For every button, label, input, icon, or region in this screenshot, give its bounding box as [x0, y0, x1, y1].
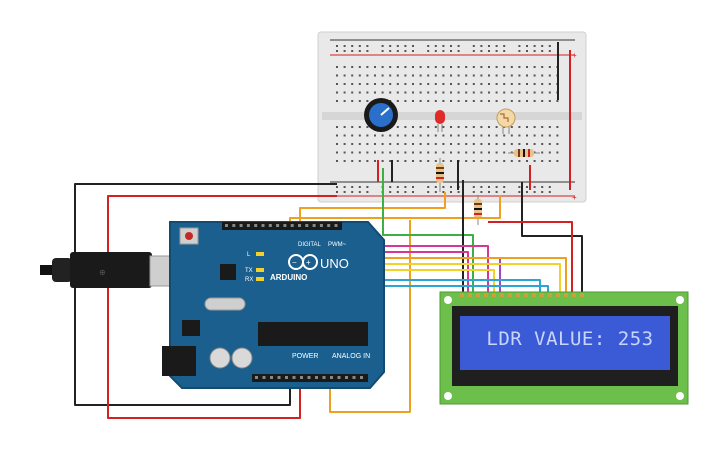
power-label: POWER — [292, 353, 318, 360]
header-pins — [225, 224, 363, 379]
lcd-module[interactable] — [439, 291, 689, 405]
digital-label: DIGITAL — [298, 242, 322, 248]
wire-orange-bottom — [329, 220, 411, 413]
model-label: UNO — [320, 256, 349, 271]
l-label: L — [247, 252, 251, 258]
analog-in-label: ANALOG IN — [332, 353, 370, 360]
microcontroller-chip — [258, 322, 368, 346]
crystal — [204, 297, 246, 311]
wire-red-5v — [107, 195, 337, 419]
capacitor-2 — [231, 347, 253, 369]
svg-text:+: + — [306, 258, 311, 267]
voltage-regulator — [182, 320, 200, 336]
brand-label: ARDUINO — [270, 273, 307, 282]
resistor-1[interactable] — [436, 158, 444, 192]
arduino-uno-board[interactable]: − + ARDUINO UNO DIGITAL PWM~ L TX RX POW… — [162, 221, 385, 389]
power-jack[interactable] — [162, 346, 196, 376]
lcd-display-text: LDR VALUE: 253 — [486, 328, 654, 350]
lcd-pins — [460, 293, 584, 297]
pwm-label: PWM~ — [328, 242, 347, 248]
photoresistor[interactable] — [496, 108, 516, 134]
usb-chip — [220, 264, 236, 280]
wire-black-lcd-2 — [521, 182, 583, 292]
rx-label: RX — [245, 277, 253, 283]
breadboard[interactable]: + + — [317, 31, 587, 203]
svg-text:⊕: ⊕ — [99, 268, 106, 277]
potentiometer[interactable] — [364, 98, 398, 132]
red-led[interactable] — [435, 110, 445, 132]
resistor-2[interactable] — [508, 149, 540, 157]
tx-label: TX — [245, 268, 253, 274]
svg-text:−: − — [292, 258, 297, 267]
wire-black-gnd — [74, 183, 337, 406]
capacitor-1 — [209, 347, 231, 369]
wire-red-lcd — [488, 221, 573, 292]
usb-cable[interactable]: ⊕ — [40, 252, 187, 288]
lcd-screen — [460, 316, 670, 370]
wire-orange-a0 — [299, 192, 446, 225]
svg-text:+: + — [572, 193, 577, 202]
resistor-3[interactable] — [474, 195, 482, 225]
arduino-logo: − + — [288, 254, 318, 270]
svg-text:+: + — [572, 51, 577, 60]
